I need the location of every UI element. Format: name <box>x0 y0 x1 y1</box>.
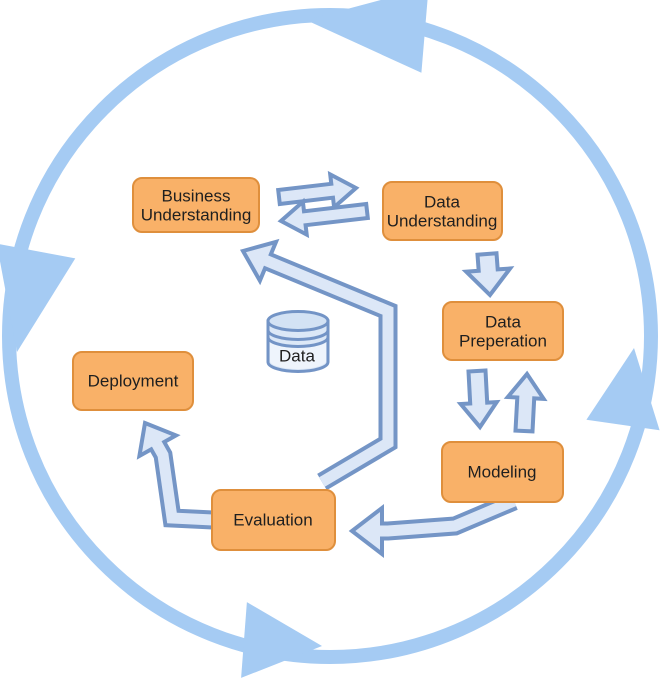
box-data-understanding: Data Understanding <box>382 181 503 241</box>
cycle-arrowhead-left-icon <box>0 244 76 352</box>
datastore-label: Data <box>279 347 315 366</box>
box-shape <box>442 301 564 361</box>
arrow-evaluation-to-deployment <box>136 420 214 530</box>
arrow-modeling-to-evaluation <box>348 492 518 559</box>
cycle-arrowhead-top-icon <box>306 0 428 73</box>
arrow-data-understanding-to-preperation-icon <box>461 251 515 299</box>
box-shape <box>132 177 260 233</box>
box-evaluation: Evaluation <box>211 489 336 551</box>
arrow-business-to-data-understanding-icon <box>275 170 360 212</box>
box-label: Modeling <box>468 463 537 482</box>
box-deployment: Deployment <box>72 351 194 411</box>
box-shape <box>382 181 503 241</box>
arrow-data-to-business-understanding-icon <box>277 197 371 239</box>
arrow-shaft-fill <box>376 495 517 537</box>
database-top <box>266 310 330 332</box>
database-lower-band <box>270 340 326 369</box>
box-label-line2: Preperation <box>459 332 547 351</box>
arrow-shaft-fill <box>150 437 214 526</box>
cycle-arrowhead-bottom-icon <box>241 602 322 678</box>
arrow-evaluation-to-business-understanding <box>239 238 398 491</box>
database-icon: Data <box>266 310 330 373</box>
box-shape <box>211 489 336 551</box>
database-ring-line <box>266 329 330 341</box>
box-label-line1: Data <box>485 313 521 332</box>
arrow-modeling-to-preperation-icon <box>503 370 548 434</box>
box-data-preperation: Data Preperation <box>442 301 564 361</box>
box-label-line1: Data <box>424 193 460 212</box>
arrow-preperation-to-modeling-icon <box>456 368 501 431</box>
box-label-line2: Understanding <box>141 206 252 225</box>
box-shape <box>441 441 564 503</box>
cycle-arrowhead-right-icon <box>586 348 660 431</box>
box-label-line2: Understanding <box>387 212 498 231</box>
box-label-line1: Business <box>162 187 231 206</box>
box-shape <box>72 351 194 411</box>
arrow-shaft-fill <box>260 253 394 487</box>
database-ring-line <box>266 336 330 348</box>
box-label: Deployment <box>88 372 179 391</box>
box-modeling: Modeling <box>441 441 564 503</box>
box-label: Evaluation <box>233 511 312 530</box>
box-business-understanding: Business Understanding <box>132 177 260 233</box>
